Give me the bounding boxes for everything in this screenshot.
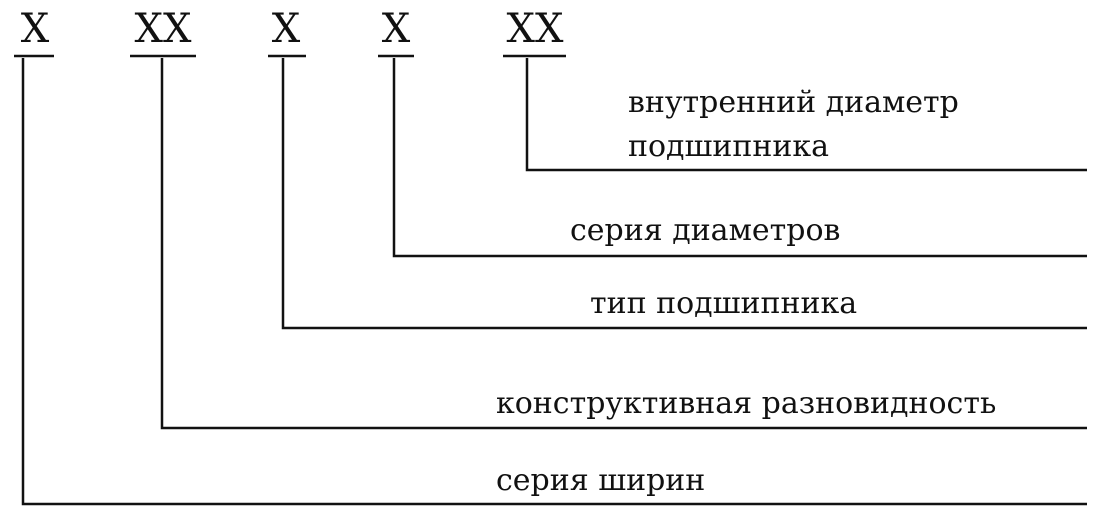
leader-design-variant — [160, 58, 1087, 430]
label-diameter-series: серия диаметров — [570, 213, 840, 248]
label-inner-diameter-line2: подшипника — [628, 129, 829, 164]
label-width-series: серия ширин — [496, 463, 705, 498]
label-design-variant: конструктивная разновидность — [496, 386, 996, 421]
code-inner-diameter: ХХ — [507, 6, 564, 52]
code-design-variant: ХХ — [135, 6, 192, 52]
code-width-series: Х — [21, 6, 50, 52]
code-bearing-type: Х — [272, 6, 301, 52]
leader-width-series — [21, 58, 1087, 506]
label-bearing-type: тип подшипника — [590, 286, 857, 321]
leader-bearing-type — [281, 58, 1087, 330]
leader-diameter-series — [392, 58, 1087, 258]
code-diameter-series: Х — [382, 6, 411, 52]
label-inner-diameter-line1: внутренний диаметр — [628, 85, 959, 120]
leader-inner-diameter — [525, 58, 1087, 172]
